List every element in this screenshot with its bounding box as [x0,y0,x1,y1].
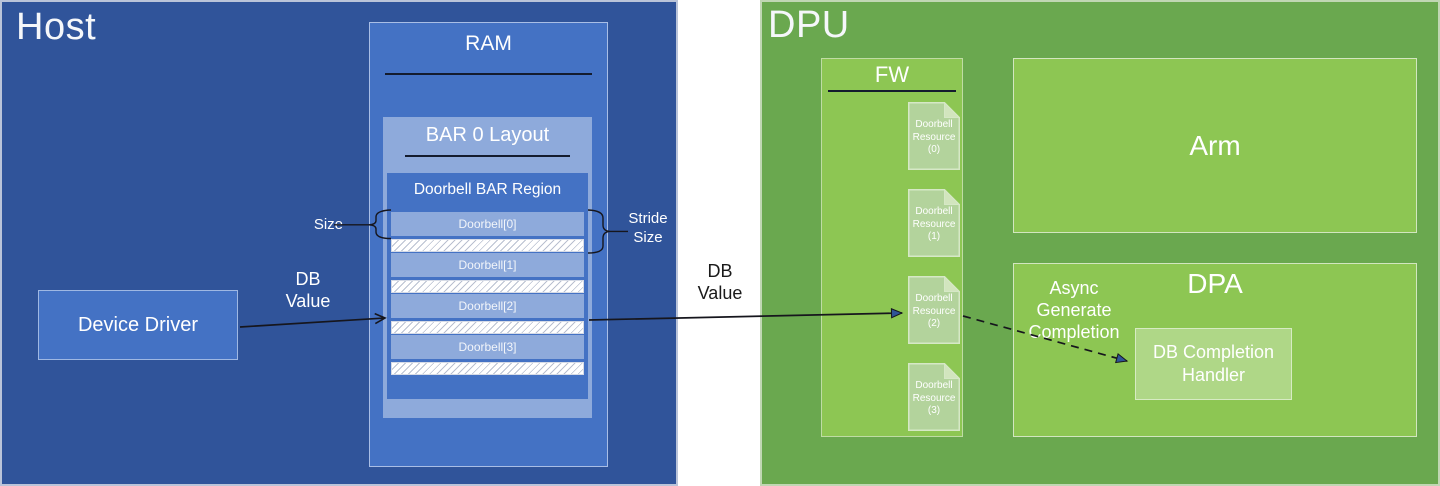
document-icon [908,101,961,170]
ram-title: RAM [465,32,512,55]
doorbell-resource-2: Doorbell Resource (2) [908,275,961,344]
dpa-title: DPA [1187,268,1243,299]
doorbell-resource-3: Doorbell Resource (3) [908,362,961,431]
device-driver-box: Device Driver [38,290,238,360]
document-icon [908,362,961,431]
async-generate-completion-label: Async Generate Completion [1028,278,1120,342]
db-value-host-line1: DB [295,269,321,289]
doorbell-slot-0: Doorbell[0] [391,212,584,236]
doorbell-slot-1: Doorbell[1] [391,253,584,277]
doorbell-slot-2: Doorbell[2] [391,294,584,318]
dpu-title: DPU [768,4,850,46]
doorbell-resource-3-label: Doorbell Resource (3) [912,380,956,416]
fw-underline [828,90,956,92]
fw-title: FW [874,62,910,87]
document-icon [908,275,961,344]
bar0-layout-title: BAR 0 Layout [425,124,550,146]
db-value-link-line2: Value [697,283,743,303]
doorbell-slot-3: Doorbell[3] [391,335,584,359]
doorbell-bar-region-title: Doorbell BAR Region [413,181,562,198]
bar0-underline [405,155,570,157]
doorbell-stride-hatch-1 [391,280,584,293]
doorbell-stride-hatch-2 [391,321,584,334]
doorbell-resource-0-label: Doorbell Resource (0) [912,119,956,155]
size-label: Size [313,216,343,233]
db-value-link-line1: DB [707,261,733,281]
doorbell-resource-1: Doorbell Resource (1) [908,188,961,257]
db-value-label-link: DB Value [680,260,760,304]
doorbell-stride-hatch-0 [391,239,584,252]
arm-box: Arm [1013,58,1417,233]
doorbell-stride-hatch-3 [391,362,584,375]
device-driver-label: Device Driver [77,313,199,336]
db-completion-handler-label: DB Completion Handler [1152,342,1275,385]
stride-size-line2: Size [633,229,663,246]
stride-size-line1: Stride [628,210,668,227]
doorbell-resource-1-label: Doorbell Resource (1) [912,206,956,242]
ram-underline [385,73,592,75]
stride-size-label: Stride Size [620,209,676,247]
db-completion-handler-box: DB Completion Handler [1135,328,1292,400]
host-title: Host [16,6,97,48]
db-value-label-host: DB Value [268,268,348,312]
doorbell-resource-2-label: Doorbell Resource (2) [912,293,956,329]
db-value-host-line2: Value [285,291,331,311]
document-icon [908,188,961,257]
arm-label: Arm [1189,129,1241,161]
doorbell-resource-0: Doorbell Resource (0) [908,101,961,170]
